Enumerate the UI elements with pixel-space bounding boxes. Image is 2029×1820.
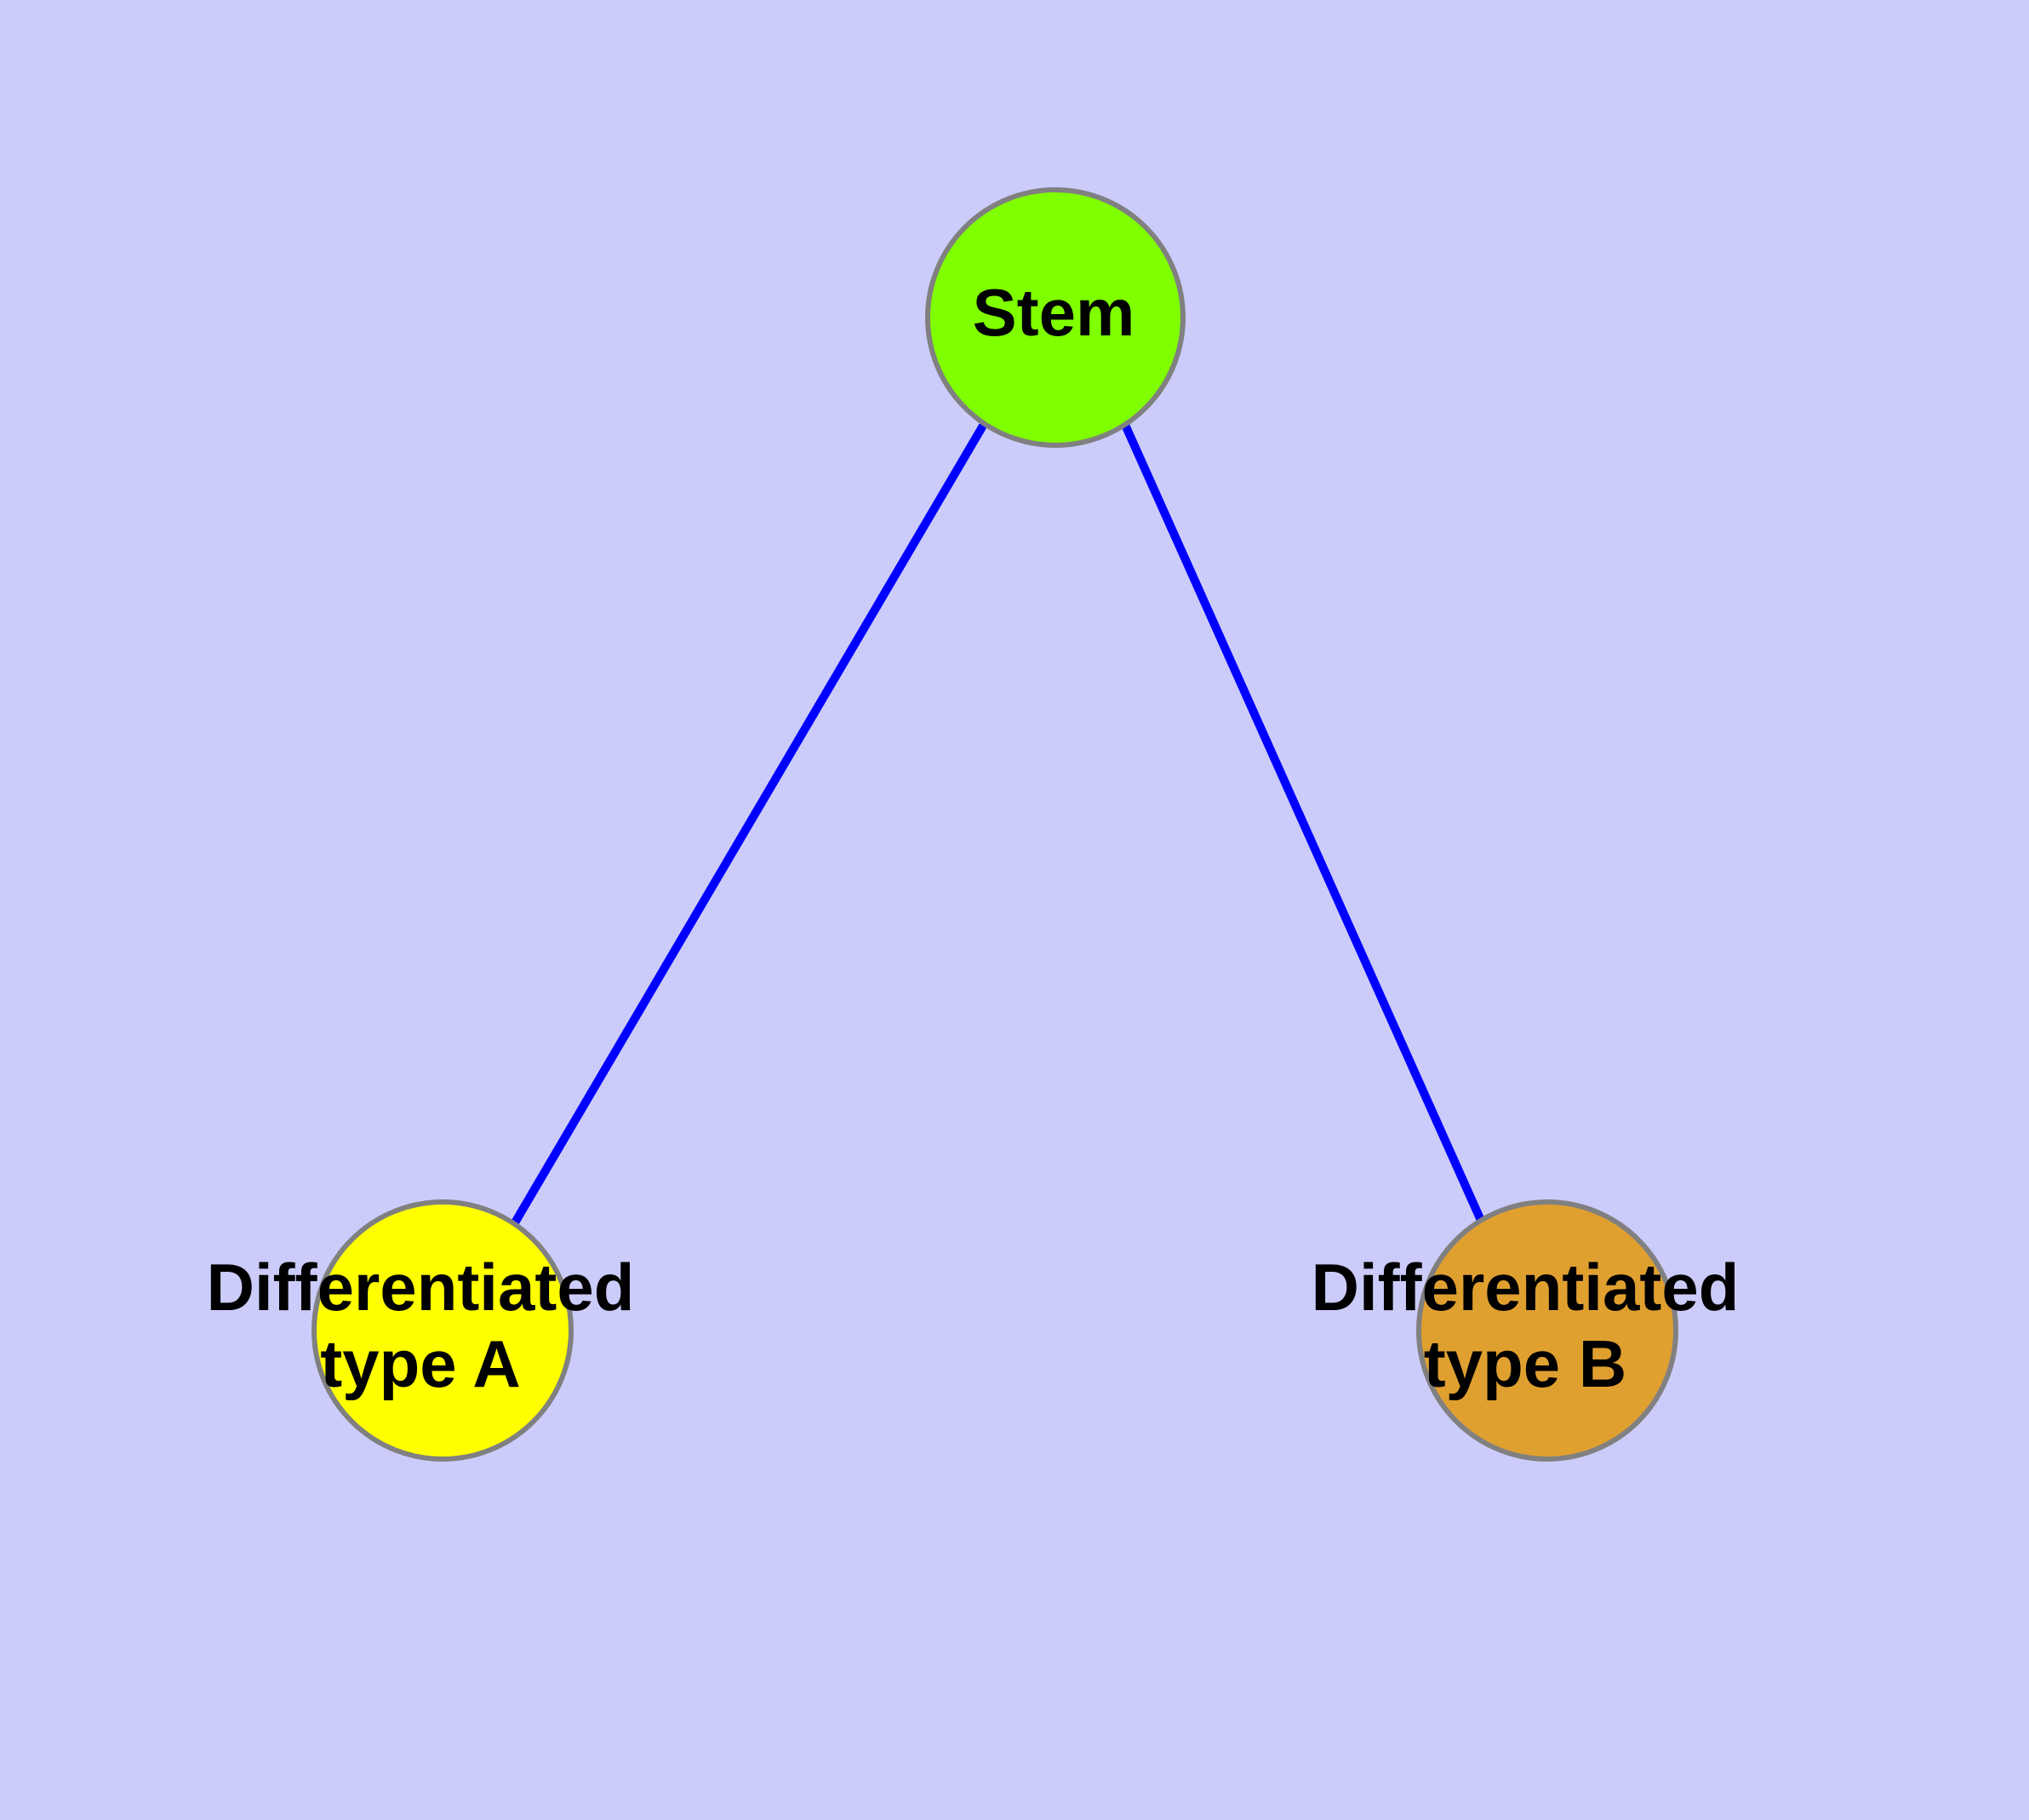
node-label-stem: Stem bbox=[973, 275, 1135, 350]
node-layer bbox=[311, 187, 1678, 1462]
edge-layer bbox=[510, 422, 1487, 1227]
edge-stem-to-differentiated-type-b[interactable] bbox=[1121, 422, 1487, 1227]
edge-stem-to-differentiated-type-a[interactable] bbox=[510, 423, 987, 1227]
node-differentiated-type-b[interactable] bbox=[1416, 1199, 1678, 1462]
node-stem[interactable] bbox=[925, 187, 1186, 448]
node-differentiated-type-a[interactable] bbox=[311, 1199, 574, 1462]
